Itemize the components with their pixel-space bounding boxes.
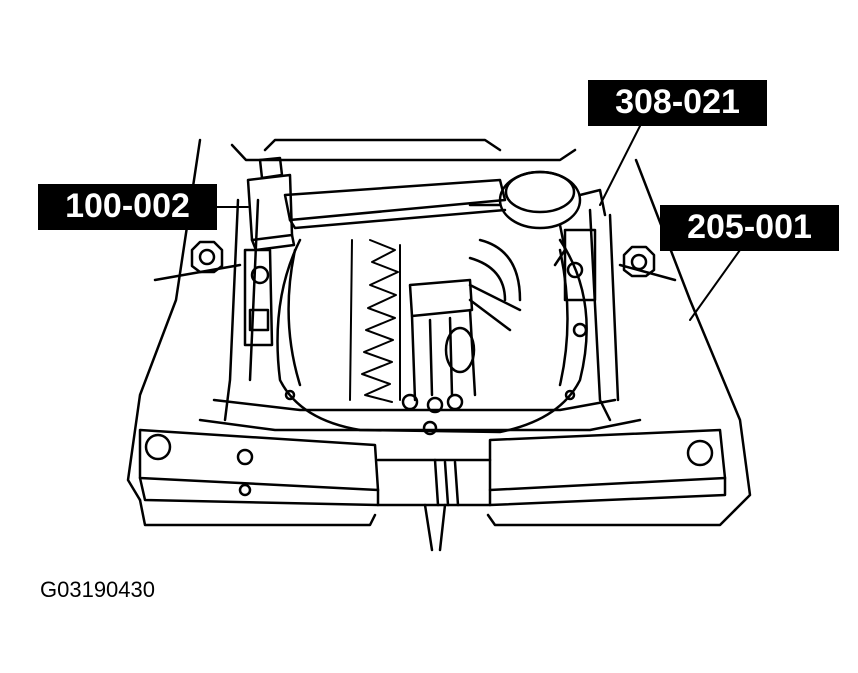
right-rail [563, 208, 620, 422]
leader-205-001 [689, 249, 741, 321]
tool-100-002-body [246, 156, 296, 252]
leader-308-021 [599, 125, 641, 206]
leader-lines [196, 125, 741, 321]
dial-indicator-308-021 [468, 170, 607, 267]
callout-100-002: 100-002 [38, 184, 217, 230]
callout-308-021: 308-021 [588, 80, 767, 126]
left-clamp-plate [138, 428, 380, 507]
ring-gear [349, 239, 401, 403]
left-rail [223, 198, 274, 422]
pinion-yoke [376, 458, 492, 552]
right-clamp-plate [488, 428, 727, 507]
fixture-frame [126, 138, 752, 527]
corner-nut-left [190, 240, 224, 274]
corner-nut-right [622, 245, 656, 278]
callout-205-001: 205-001 [660, 205, 839, 251]
figure-code: G03190430 [40, 577, 155, 602]
differential-carrier [408, 238, 522, 402]
bearing-cap-bolts [401, 393, 464, 414]
differential-housing [276, 238, 588, 436]
